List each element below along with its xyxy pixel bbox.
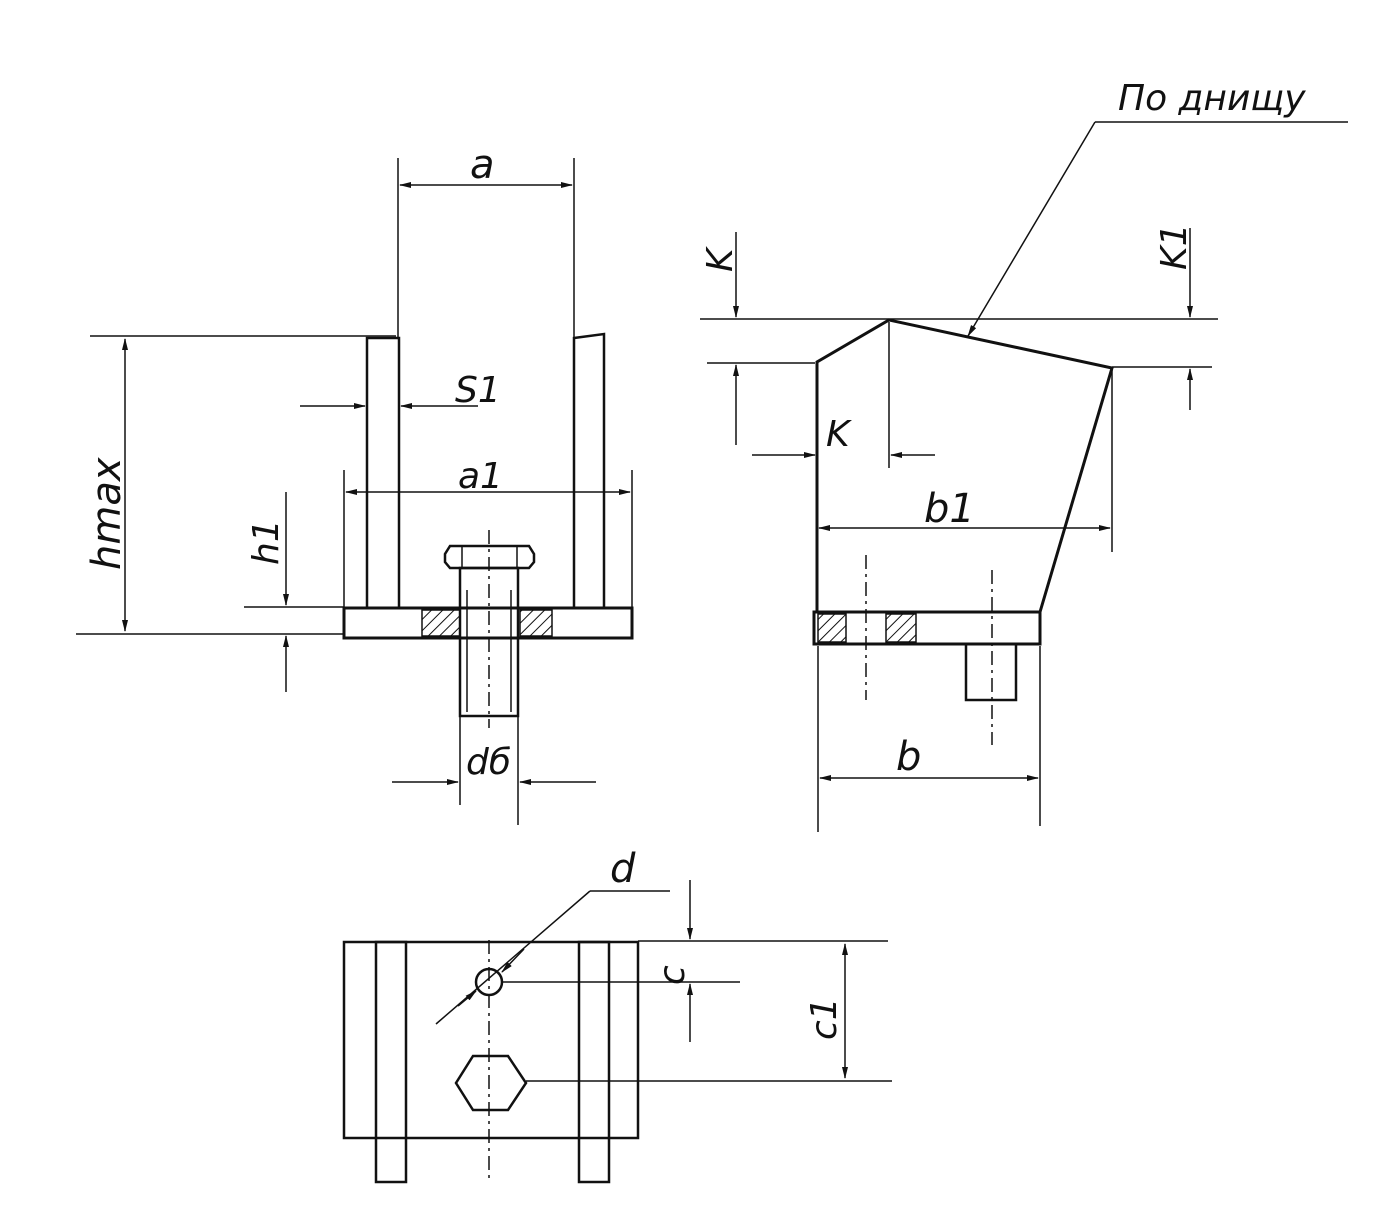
right-plate xyxy=(572,332,606,610)
side-view xyxy=(812,318,1114,702)
plan-right-plate xyxy=(577,940,611,1184)
hatched-section-right xyxy=(519,609,553,637)
plan-left-plate xyxy=(374,940,408,1184)
label-hmax: hmax xyxy=(84,457,130,570)
label-k-side: K xyxy=(826,414,852,455)
plan-hex-nut xyxy=(454,1054,528,1112)
base-plate xyxy=(342,606,634,640)
front-view xyxy=(342,332,634,718)
labels: a S1 a1 hmax h1 dб По днищу K K1 K b1 b … xyxy=(84,78,1306,1040)
label-b1: b1 xyxy=(924,486,975,532)
label-note: По днищу xyxy=(1118,78,1306,119)
side-base-plate xyxy=(812,610,1042,646)
plan-base xyxy=(342,940,640,1140)
label-b: b xyxy=(896,734,921,780)
side-hatched-left xyxy=(817,613,847,643)
label-s1: S1 xyxy=(455,370,501,411)
hatched-section-left xyxy=(421,609,461,637)
side-outline xyxy=(815,318,1114,613)
label-d: d xyxy=(610,846,636,892)
left-plate xyxy=(365,336,401,610)
label-h1: h1 xyxy=(246,519,287,565)
label-c1: c1 xyxy=(804,997,845,1040)
label-k1: K1 xyxy=(1154,223,1195,270)
side-view-dimension-lines xyxy=(700,121,1348,832)
plan-view-dimension-lines xyxy=(435,880,892,1180)
plan-view xyxy=(342,940,640,1184)
label-a1: a1 xyxy=(458,456,503,497)
label-c: c xyxy=(652,965,693,985)
label-db: dб xyxy=(466,742,511,783)
side-nut xyxy=(964,642,1018,702)
note-leader xyxy=(967,121,1096,337)
label-a: a xyxy=(470,142,495,188)
side-hatched-right xyxy=(885,613,917,643)
front-view-dimension-lines xyxy=(76,158,633,825)
label-k-top: K xyxy=(700,246,741,272)
bolt-head xyxy=(443,544,536,570)
